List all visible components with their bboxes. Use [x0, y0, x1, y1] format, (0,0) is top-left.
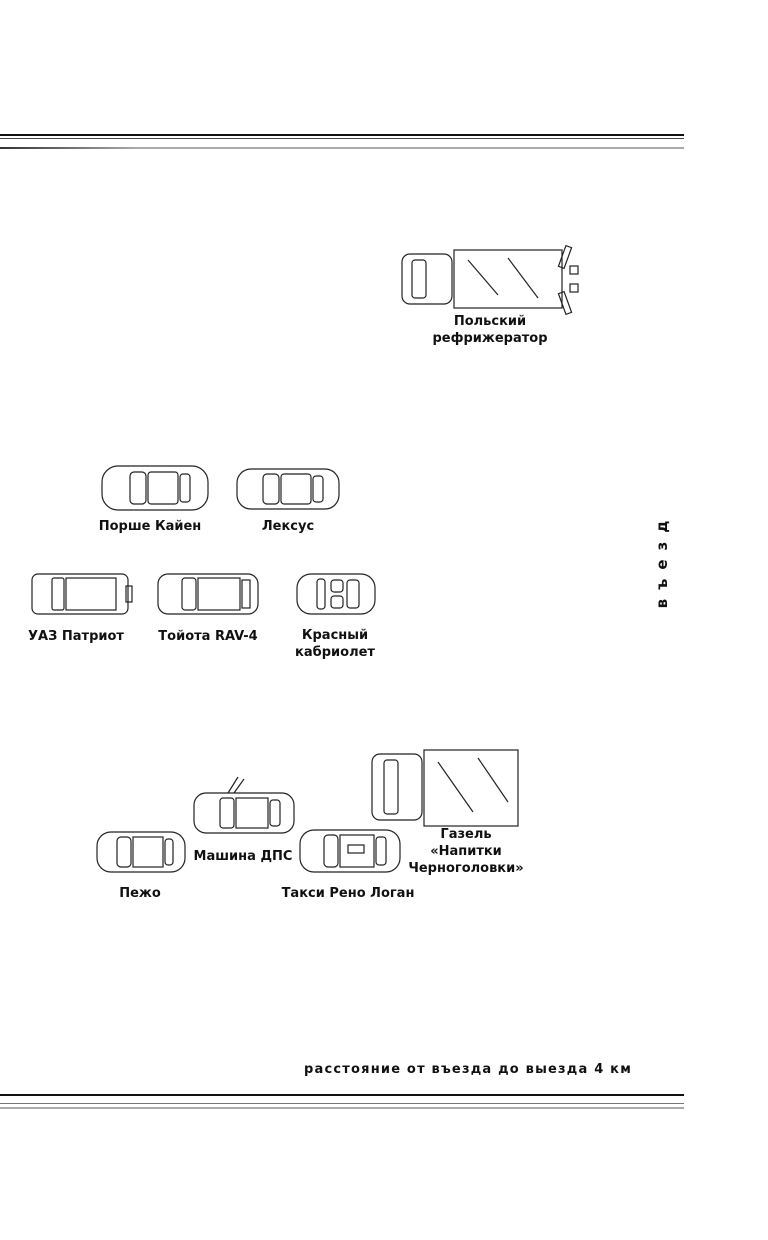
- taxi-car-icon: [298, 826, 404, 880]
- bottom-rule-2: [0, 1103, 684, 1104]
- uaz-label: УАЗ Патриот: [28, 629, 124, 644]
- bottom-rule-1: [0, 1094, 684, 1096]
- lexus-label: Лексус: [261, 519, 315, 534]
- label-line: кабриолет: [295, 645, 375, 660]
- label-line: «Напитки: [430, 844, 502, 859]
- porsche-car-icon: [100, 462, 212, 518]
- refrigerator-truck-icon: [398, 240, 588, 324]
- dps-label: Машина ДПС: [193, 849, 293, 864]
- label-line: Газель: [440, 827, 492, 842]
- top-rule-3: [0, 147, 684, 149]
- rav4-car-icon: [156, 570, 262, 622]
- refrigerator-label: Польский рефрижератор: [432, 313, 547, 347]
- cabriolet-car-icon: [295, 570, 377, 622]
- label-line: Красный: [301, 628, 369, 643]
- uaz-car-icon: [30, 570, 134, 622]
- label-line: Польский: [453, 314, 527, 329]
- top-rule-1: [0, 134, 684, 136]
- gazel-truck-icon: [368, 742, 524, 838]
- cabriolet-label: Красный кабриолет: [295, 627, 375, 661]
- label-line: Черноголовки»: [408, 861, 524, 876]
- porsche-label: Порше Кайен: [98, 519, 202, 534]
- taxi-label: Такси Рено Логан: [281, 886, 415, 901]
- distance-note: расстояние от въезда до выезда 4 км: [304, 1062, 633, 1077]
- top-rule-2: [0, 138, 684, 139]
- peugeot-label: Пежо: [119, 886, 161, 901]
- peugeot-car-icon: [95, 828, 187, 880]
- bottom-rule-3: [0, 1107, 684, 1109]
- label-line: рефрижератор: [432, 331, 548, 346]
- rav4-label: Тойота RAV-4: [158, 629, 258, 644]
- lexus-car-icon: [235, 466, 343, 516]
- entrance-label: въезд: [653, 511, 671, 609]
- dps-car-icon: [190, 775, 298, 839]
